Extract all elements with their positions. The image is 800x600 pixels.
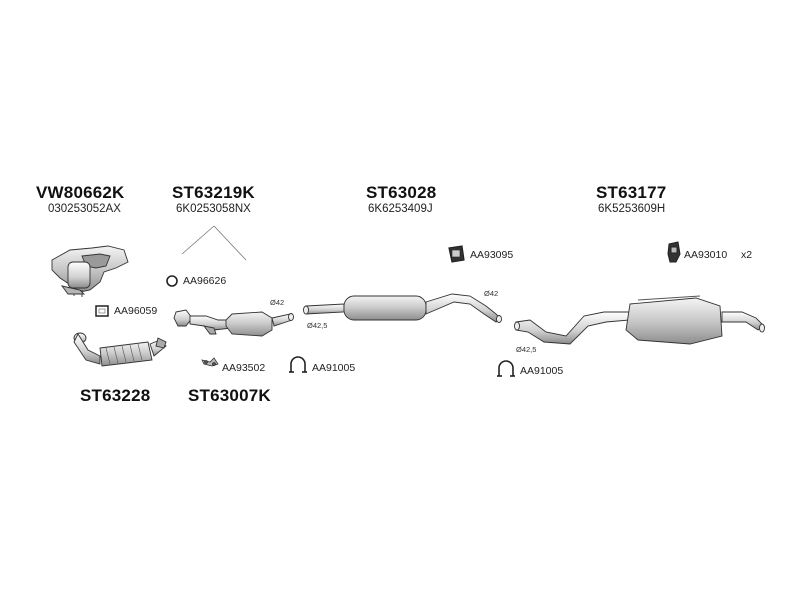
part-code-st63007k[interactable]: ST63007K (188, 386, 271, 405)
accessory-code-mount-middle[interactable]: AA93095 (470, 249, 514, 261)
flange-gasket[interactable] (95, 305, 109, 317)
part-code-st63219k[interactable]: ST63219K (172, 183, 255, 202)
accessory-code-hanger-front[interactable]: AA91005 (312, 362, 356, 374)
pipe-clamp[interactable] (201, 357, 219, 367)
rubber-hanger-front[interactable] (289, 356, 307, 373)
diameter-mid-outlet: Ø42 (484, 289, 499, 298)
quantity-mount-rear: x2 (741, 249, 753, 261)
part-code-vw80662k[interactable]: VW80662K (36, 183, 125, 202)
manifold-catalyst[interactable] (51, 245, 129, 297)
part-code-st63177[interactable]: ST63177 (596, 183, 667, 202)
accessory-code-gasket[interactable]: AA96059 (114, 305, 158, 317)
diameter-cat-outlet: Ø42 (270, 298, 285, 307)
part-code-st63028[interactable]: ST63028 (366, 183, 437, 202)
rubber-mount-middle[interactable] (448, 245, 465, 263)
diameter-front-pipe-inlet: Ø42,5 (307, 321, 328, 330)
accessory-code-ring[interactable]: AA96626 (183, 275, 227, 287)
diameter-rear-inlet: Ø42,5 (516, 345, 537, 354)
middle-silencer[interactable] (303, 293, 502, 323)
accessory-code-mount-rear[interactable]: AA93010 (684, 249, 728, 261)
part-code-st63228[interactable]: ST63228 (80, 386, 151, 405)
oe-number-st63177: 6K5253609H (598, 203, 666, 215)
rubber-hanger-rear[interactable] (497, 360, 515, 377)
catalytic-converter[interactable] (173, 309, 294, 337)
rear-silencer[interactable] (514, 295, 765, 345)
accessory-code-clamp[interactable]: AA93502 (222, 362, 266, 374)
front-pipe-assembly[interactable] (73, 332, 167, 367)
accessory-code-hanger-rear[interactable]: AA91005 (520, 365, 564, 377)
leader-lines (181, 225, 247, 261)
oe-number-vw80662k: 030253052AX (48, 203, 121, 215)
oe-number-st63219k: 6K0253058NX (176, 203, 251, 215)
oe-number-st63028: 6K6253409J (368, 203, 433, 215)
rubber-mount-rear[interactable] (667, 241, 681, 263)
sealing-ring[interactable] (166, 275, 178, 287)
